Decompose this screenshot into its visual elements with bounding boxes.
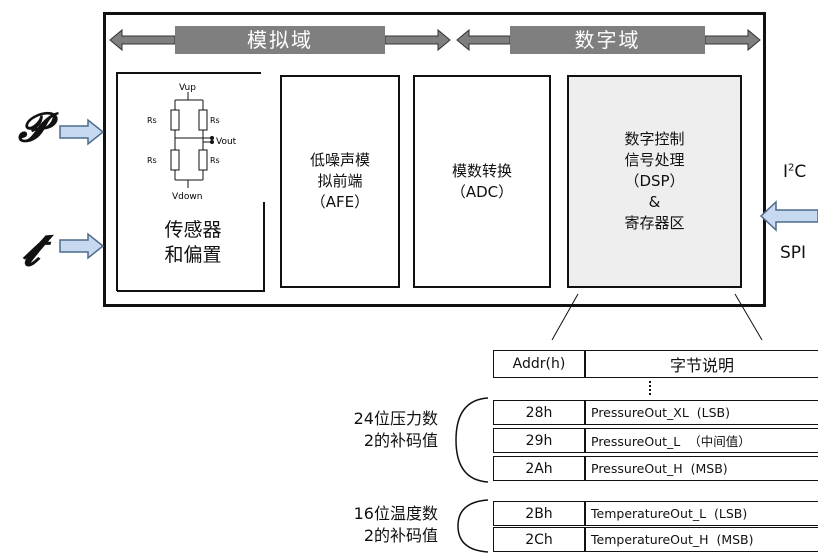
pressure-bracket: [455, 397, 489, 483]
table-row-addr: 29h: [493, 428, 585, 453]
table-row-desc: TemperatureOut_L (LSB): [585, 501, 818, 526]
header-desc: 字节说明: [585, 350, 818, 378]
temperature-group-label: 16位温度数 2的补码值: [353, 504, 438, 545]
header-addr: Addr(h): [493, 350, 585, 378]
group-brackets: [455, 397, 489, 553]
adc-label: 模数转换 （ADC）: [450, 161, 514, 201]
digital-domain-label: 数字域: [510, 26, 705, 54]
rs-label-2: Rs: [210, 116, 220, 125]
spi-label: SPI: [780, 243, 807, 263]
dsp-block: 数字控制 信号处理 （DSP） & 寄存器区: [567, 75, 742, 288]
vout-label: Vout: [216, 137, 237, 147]
table-row-addr: 2Ah: [493, 456, 585, 481]
table-row-addr: 2Bh: [493, 501, 585, 526]
pressure-group-label: 24位压力数 2的补码值: [353, 409, 438, 450]
sensor-label: 传感器 和偏置: [164, 219, 222, 266]
table-row-desc: PressureOut_H (MSB): [585, 456, 818, 481]
interface-bidirectional-arrow: [759, 200, 818, 232]
dsp-label: 数字控制 信号处理 （DSP） & 寄存器区: [624, 130, 685, 232]
temperature-symbol: 𝓽: [22, 222, 40, 276]
pressure-symbol: 𝓟: [18, 104, 47, 151]
analog-domain-label: 模拟域: [175, 26, 385, 54]
table-row-desc: PressureOut_L （中间值）: [585, 428, 818, 453]
table-row-desc: PressureOut_XL (LSB): [585, 400, 818, 425]
bridge-circuit: Vup Vout Vdown Rs Rs Rs Rs: [147, 83, 237, 202]
i2c-label: I2C: [783, 162, 807, 182]
adc-block: 模数转换 （ADC）: [413, 75, 551, 288]
table-row-desc: TemperatureOut_H (MSB): [585, 527, 818, 552]
rs-label-3: Rs: [147, 156, 157, 165]
temperature-bracket: [457, 499, 489, 553]
table-ellipsis: [649, 381, 653, 395]
table-row-addr: 28h: [493, 400, 585, 425]
afe-block: 低噪声模 拟前端 （AFE）: [280, 75, 400, 288]
rs-label-1: Rs: [147, 116, 157, 125]
afe-label: 低噪声模 拟前端 （AFE）: [309, 151, 370, 211]
pressure-input-arrow: [59, 118, 105, 146]
temperature-input-arrow: [59, 232, 105, 260]
sensor-block: [116, 72, 265, 292]
rs-label-4: Rs: [210, 156, 220, 165]
table-row-addr: 2Ch: [493, 527, 585, 552]
zoom-lines: [551, 293, 763, 341]
vup-label: Vup: [179, 83, 196, 93]
vdown-label: Vdown: [172, 192, 202, 202]
